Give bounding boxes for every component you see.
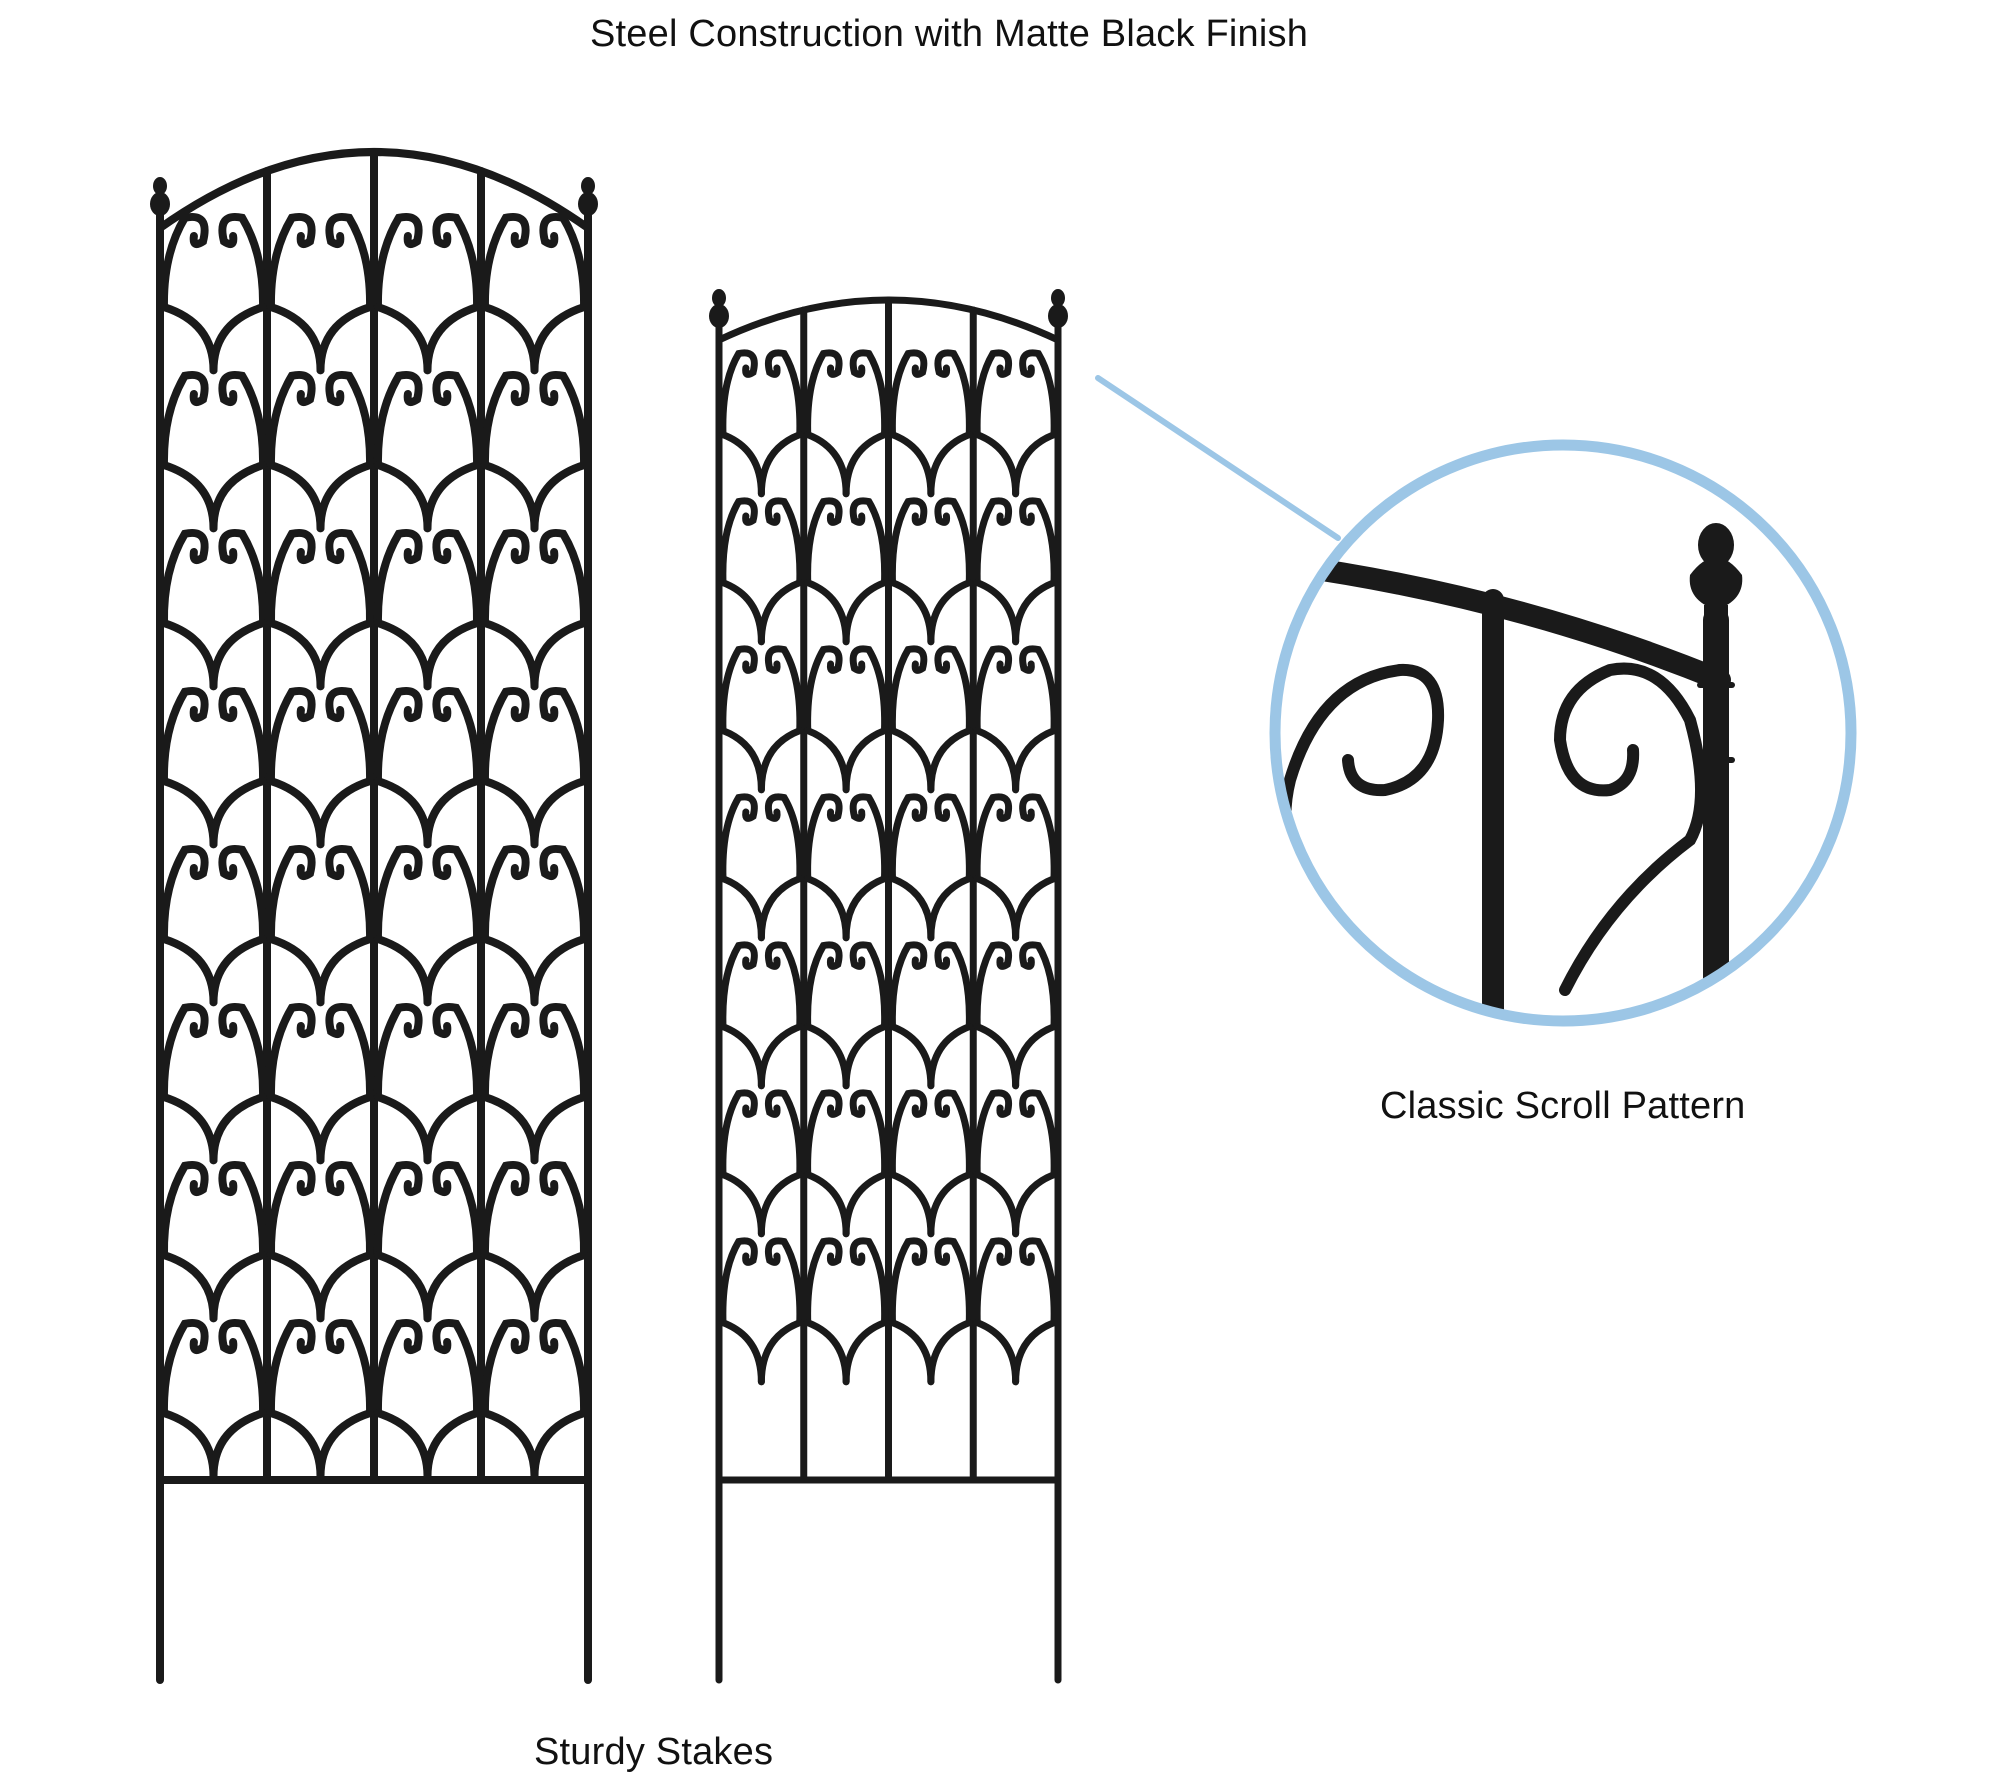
scroll-icon (373, 528, 482, 691)
scroll-icon (159, 1160, 268, 1323)
finial-icon (1048, 289, 1068, 328)
scroll-icon (480, 528, 589, 691)
finial-icon (709, 289, 729, 328)
trellis-large (150, 148, 598, 1684)
scroll-icon (373, 686, 482, 849)
scroll-icon (159, 1002, 268, 1165)
scroll-icon (888, 941, 973, 1090)
scroll-icon (480, 212, 589, 375)
scroll-icon (266, 528, 375, 691)
scroll-icon (159, 212, 268, 375)
scroll-icon (159, 686, 268, 849)
trellis-small (709, 289, 1068, 1684)
caption-classic-scroll-pattern: Classic Scroll Pattern (1380, 1085, 1746, 1127)
scroll-icon (266, 1002, 375, 1165)
scroll-icon (888, 349, 973, 498)
callout-pointer-line (1095, 375, 1341, 541)
scroll-icon (804, 349, 889, 498)
scroll-icon (373, 1002, 482, 1165)
scroll-icon (804, 793, 889, 942)
scroll-icon (719, 1237, 804, 1386)
scroll-icon (804, 941, 889, 1090)
scroll-icon (266, 1318, 375, 1481)
scroll-icon (973, 349, 1058, 498)
scroll-icon (719, 497, 804, 646)
scroll-icon (804, 1089, 889, 1238)
scroll-icon (373, 370, 482, 533)
scroll-icon (373, 844, 482, 1007)
scroll-icon (373, 1160, 482, 1323)
scroll-icon (266, 844, 375, 1007)
scroll-icon (888, 497, 973, 646)
scroll-icon (719, 1089, 804, 1238)
scroll-icon (973, 941, 1058, 1090)
scroll-icon (373, 212, 482, 375)
scroll-icon (480, 1002, 589, 1165)
finial-icon (578, 177, 598, 216)
finial-icon (150, 177, 170, 216)
caption-sturdy-stakes: Sturdy Stakes (534, 1731, 774, 1773)
scroll-icon (719, 941, 804, 1090)
scroll-icon (888, 645, 973, 794)
scroll-icon (480, 686, 589, 849)
scroll-icon (719, 645, 804, 794)
scroll-icon (888, 1237, 973, 1386)
scroll-icon (159, 1318, 268, 1481)
scroll-icon (804, 1237, 889, 1386)
scroll-icon (480, 844, 589, 1007)
scroll-icon (719, 349, 804, 498)
scroll-icon (973, 497, 1058, 646)
scroll-icon (373, 1318, 482, 1481)
scroll-icon (480, 370, 589, 533)
scroll-icon (266, 1160, 375, 1323)
scroll-icon (159, 528, 268, 691)
scroll-icon (888, 793, 973, 942)
scroll-icon (266, 370, 375, 533)
scroll-icon (159, 370, 268, 533)
scroll-icon (480, 1318, 589, 1481)
finial-icon (1689, 523, 1743, 635)
scroll-icon (973, 793, 1058, 942)
scroll-icon (804, 497, 889, 646)
scroll-icon (266, 686, 375, 849)
zoom-detail (1269, 439, 1857, 1027)
caption-steel-construction: Steel Construction with Matte Black Fini… (590, 13, 1309, 55)
scroll-icon (973, 1237, 1058, 1386)
zoom-callout-circle (1269, 439, 1857, 1027)
scroll-icon (480, 1160, 589, 1323)
scroll-icon (973, 645, 1058, 794)
scroll-icon (159, 844, 268, 1007)
scroll-icon (804, 645, 889, 794)
scroll-icon (973, 1089, 1058, 1238)
scroll-icon (266, 212, 375, 375)
scroll-icon (888, 1089, 973, 1238)
scroll-icon (719, 793, 804, 942)
